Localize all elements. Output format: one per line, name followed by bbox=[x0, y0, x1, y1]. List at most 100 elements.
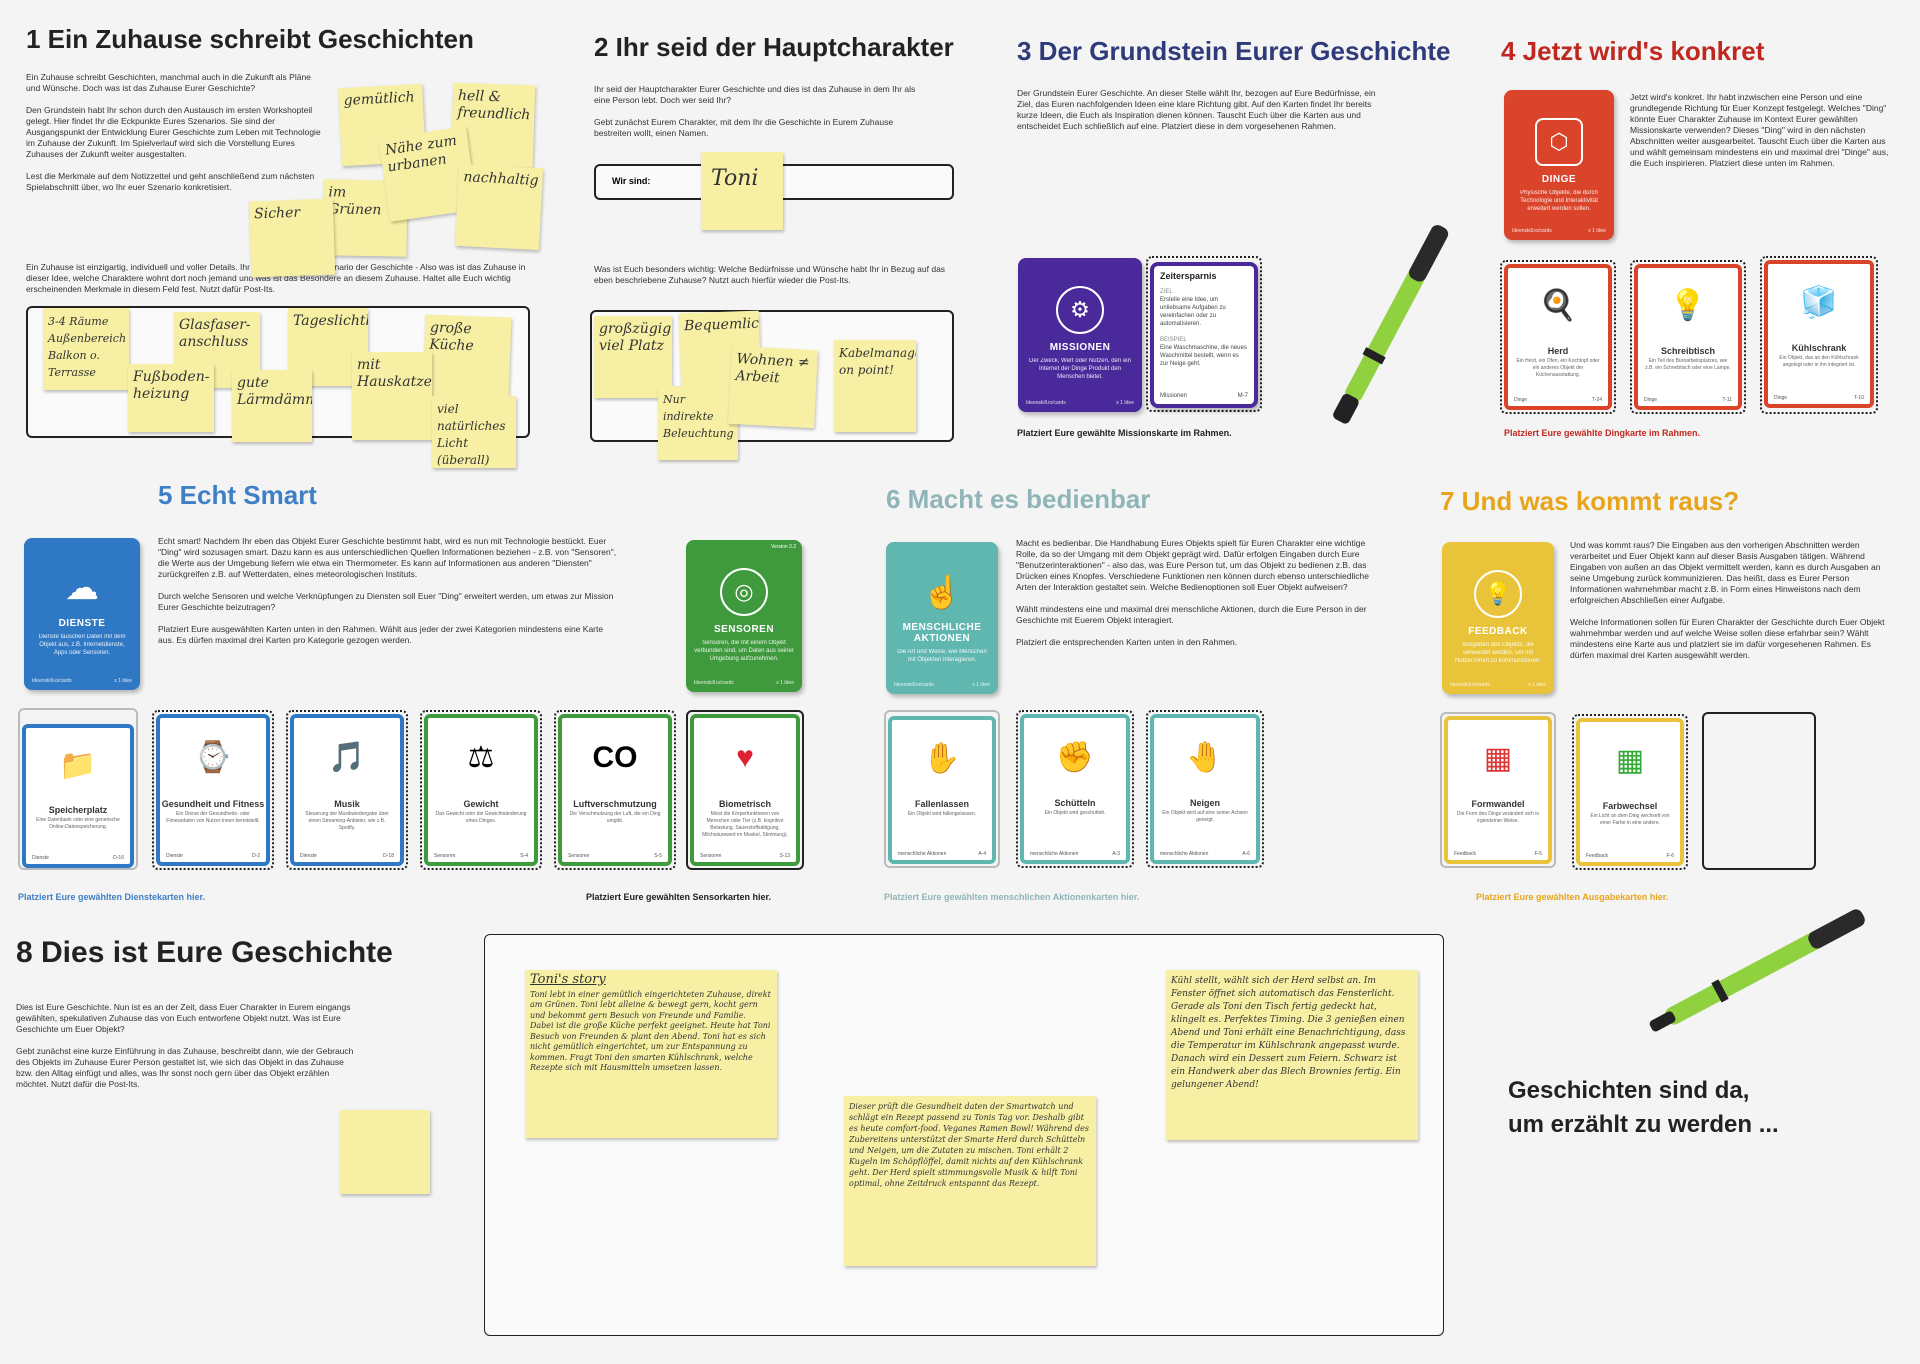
section-6-paragraph-3: Platziert die entsprechenden Karten unte… bbox=[1016, 637, 1238, 647]
sticky-note[interactable]: Toni bbox=[701, 152, 783, 230]
section-6-title: 6 Macht es bedienbar bbox=[886, 484, 1151, 514]
sticky-note[interactable]: nachhaltig bbox=[454, 163, 544, 251]
feedback-card-farbwechsel[interactable]: ▦ Farbwechsel Ein Licht an dem Ding wech… bbox=[1576, 718, 1684, 866]
sensoren-card-gewicht[interactable]: ⚖ Gewicht Das Gewicht oder die Gewichtsä… bbox=[424, 714, 538, 866]
missionen-deck[interactable]: ⚙ MISSIONEN Der Zweck, Wert oder Nutzen,… bbox=[1018, 258, 1142, 412]
sticky-note[interactable]: Nur indirekte Beleuchtung bbox=[658, 386, 738, 460]
feedback-card-formwandel[interactable]: ▦ Formwandel Die Form des Dings veränder… bbox=[1444, 716, 1552, 864]
section-7-paragraph-2: Welche Informationen sollen für Euren Ch… bbox=[1570, 617, 1885, 660]
feedback-slot-empty[interactable] bbox=[1702, 712, 1816, 870]
mission-card[interactable]: Zeitersparnis ZIEL Erstelle eine Idee, u… bbox=[1150, 262, 1258, 408]
feedback-deck[interactable]: 💡 FEEDBACK Ausgaben des Objekts, die ver… bbox=[1442, 542, 1554, 694]
tilt-hand-icon: 🤚 bbox=[1186, 740, 1224, 774]
sensoren-card-biometrisch[interactable]: ♥ Biometrisch Misst die Körperfunktionen… bbox=[690, 714, 800, 866]
story-note-2[interactable]: Dieser prüft die Gesundheit daten der Sm… bbox=[844, 1096, 1096, 1266]
sticky-note-empty[interactable] bbox=[340, 1110, 430, 1194]
card-category: menschliche Aktionen bbox=[898, 851, 947, 857]
dinge-slot[interactable] bbox=[1630, 260, 1746, 414]
card-description: Das Gewicht oder die Gewichtsänderung ei… bbox=[435, 811, 527, 825]
sticky-note[interactable]: Sicher bbox=[248, 198, 336, 278]
dienste-slot[interactable] bbox=[286, 710, 408, 870]
sticky-note[interactable]: Kabelmanagement on point! bbox=[834, 340, 916, 432]
sensoren-slot[interactable] bbox=[686, 710, 804, 870]
dienste-card-gesundheit[interactable]: ⌚ Gesundheit und Fitness Ein Dienst der … bbox=[156, 714, 270, 866]
card-category: Dienste bbox=[32, 855, 49, 861]
deck-count: x 1 Idee bbox=[114, 678, 132, 684]
card-description: Ein Herd, ein Ofen, ein Kochtopf oder ei… bbox=[1516, 357, 1600, 378]
dinge-slot[interactable] bbox=[1760, 256, 1878, 414]
card-category: Feedback bbox=[1454, 851, 1476, 857]
sticky-note[interactable]: großzügig viel Platz bbox=[594, 316, 672, 398]
card-category: Missionen bbox=[1160, 393, 1188, 399]
sticky-note[interactable]: Wohnen ≠ Arbeit bbox=[728, 345, 818, 429]
dienste-card-musik[interactable]: 🎵 Musik Steuerung der Musikwiedergabe üb… bbox=[290, 714, 404, 866]
sticky-note[interactable]: mit Hauskatze bbox=[352, 352, 432, 440]
aktionen-card-neigen[interactable]: 🤚 Neigen Ein Objekt wird auf eine seiner… bbox=[1150, 714, 1260, 864]
feedback-slot[interactable] bbox=[1440, 712, 1556, 868]
pen-marker-lying[interactable] bbox=[1630, 892, 1900, 1042]
section-7-paragraph-1: Und was kommt raus? Die Eingaben aus den… bbox=[1570, 540, 1881, 605]
sensoren-deck[interactable]: Version 3.2 ◎ SENSOREN Sensoren, die mit… bbox=[686, 540, 802, 692]
card-number: D-18 bbox=[383, 853, 394, 859]
card-title: Zeitersparnis bbox=[1160, 271, 1217, 281]
lightbulb-icon: 💡 bbox=[1474, 570, 1522, 618]
dinge-card-herd[interactable]: 🍳 Herd Ein Herd, ein Ofen, ein Kochtopf … bbox=[1504, 264, 1612, 410]
aktionen-slot[interactable] bbox=[1016, 710, 1134, 868]
dienste-card-speicherplatz[interactable]: 📁 Speicherplatz Eine Datenbank oder eine… bbox=[22, 724, 134, 868]
sticky-note[interactable]: große Küche bbox=[422, 314, 512, 400]
section-1-intro: Ein Zuhause schreibt Geschichten, manchm… bbox=[26, 72, 326, 193]
dienste-caption: Platziert Eure gewählten Dienstekarten h… bbox=[18, 892, 206, 902]
story-note-1[interactable]: Toni's story Toni lebt in einer gemütlic… bbox=[525, 970, 777, 1138]
aktionen-slot[interactable] bbox=[884, 710, 1000, 868]
dienste-deck[interactable]: ☁ DIENSTE Dienste tauschen Daten mit dem… bbox=[24, 538, 140, 690]
story-note-3[interactable]: Kühl stellt, wählt sich der Herd selbst … bbox=[1166, 970, 1418, 1140]
feedback-slot[interactable] bbox=[1572, 714, 1688, 870]
card-description: Ein Dienst der Gesundheits- oder Fitness… bbox=[166, 811, 260, 825]
dienste-slot[interactable] bbox=[152, 710, 274, 870]
section-7-title: 7 Und was kommt raus? bbox=[1440, 486, 1740, 516]
card-category: menschliche Aktionen bbox=[1030, 851, 1079, 857]
aktionen-deck[interactable]: ☝ MENSCHLICHE AKTIONEN Die Art und Weise… bbox=[886, 542, 998, 694]
card-name: Kühlschrank bbox=[1791, 343, 1847, 353]
dinge-card-kuehlschrank[interactable]: 🧊 Kühlschrank Ein Objekt, das an den Küh… bbox=[1764, 260, 1874, 408]
hand-pointer-icon: ☝ bbox=[922, 574, 962, 610]
sensoren-card-luftverschmutzung[interactable]: CO Luftverschmutzung Die Verschmutzung d… bbox=[558, 714, 672, 866]
section-5-paragraph-3: Platziert Eure ausgewählten Karten unten… bbox=[158, 624, 604, 645]
shape-shift-icon: ▦ bbox=[1483, 742, 1513, 775]
sticky-note[interactable]: gute Lärmdämmung bbox=[232, 370, 312, 442]
sticky-note[interactable]: 3-4 Räume Außenbereich Balkon o. Terrass… bbox=[43, 308, 129, 390]
section-5-title: 5 Echt Smart bbox=[158, 480, 317, 510]
dienste-slot[interactable] bbox=[18, 708, 138, 870]
card-name: Luftverschmutzung bbox=[573, 799, 657, 810]
dinge-card-schreibtisch[interactable]: 💡 Schreibtisch Ein Teil des Büroarbeitsp… bbox=[1634, 264, 1742, 410]
tagline-line-2: um erzählt zu werden ... bbox=[1508, 1111, 1779, 1138]
aktionen-card-schuetteln[interactable]: ✊ Schütteln Ein Objekt wird geschüttelt.… bbox=[1020, 714, 1130, 864]
aktionen-slot[interactable] bbox=[1146, 710, 1264, 868]
pen-marker-upright[interactable] bbox=[1300, 206, 1480, 450]
section-4-title: 4 Jetzt wird's konkret bbox=[1501, 36, 1765, 66]
card-category: Dinge bbox=[1514, 397, 1528, 403]
dinge-slot[interactable] bbox=[1500, 260, 1616, 414]
sticky-note[interactable]: Fußboden-heizung bbox=[128, 364, 214, 432]
card-description: Ein Teil des Büroarbeitsplatzes, wie z.B… bbox=[1645, 357, 1731, 371]
section-3-title: 3 Der Grundstein Eurer Geschichte bbox=[1017, 36, 1451, 66]
deck-title: MISSIONEN bbox=[1049, 342, 1111, 353]
card-number: S-5 bbox=[654, 853, 662, 859]
section-6-caption: Platziert Eure gewählten menschlichen Ak… bbox=[884, 892, 1140, 902]
dinge-deck[interactable]: ⬡ DINGE Physische Objekte, die durch Tec… bbox=[1504, 90, 1614, 240]
desk-lamp-icon: 💡 bbox=[1669, 289, 1707, 323]
card-name: Formwandel bbox=[1471, 799, 1525, 809]
sensoren-slot[interactable] bbox=[420, 710, 542, 870]
sensoren-slot[interactable] bbox=[554, 710, 676, 870]
deck-description: Ausgaben des Objekts, die verwendet werd… bbox=[1454, 642, 1542, 664]
section-1-paragraph-3: Lest die Merkmale auf dem Notizzettel un… bbox=[26, 171, 315, 192]
folder-icon: 📁 bbox=[59, 748, 97, 782]
section-5-paragraph-1: Echt smart! Nachdem Ihr eben das Objekt … bbox=[158, 536, 617, 579]
section-5-paragraph-2: Durch welche Sensoren und welche Verknüp… bbox=[158, 591, 614, 612]
card-description: Ein Objekt wird fallengelassen. bbox=[907, 811, 977, 817]
aktionen-card-fallenlassen[interactable]: ✋ Fallenlassen Ein Objekt wird fallengel… bbox=[888, 716, 996, 864]
sticky-note[interactable]: viel natürliches Licht (überall) bbox=[432, 396, 516, 468]
deck-title: MENSCHLICHE AKTIONEN bbox=[902, 622, 982, 644]
missionen-slot[interactable] bbox=[1146, 256, 1262, 412]
